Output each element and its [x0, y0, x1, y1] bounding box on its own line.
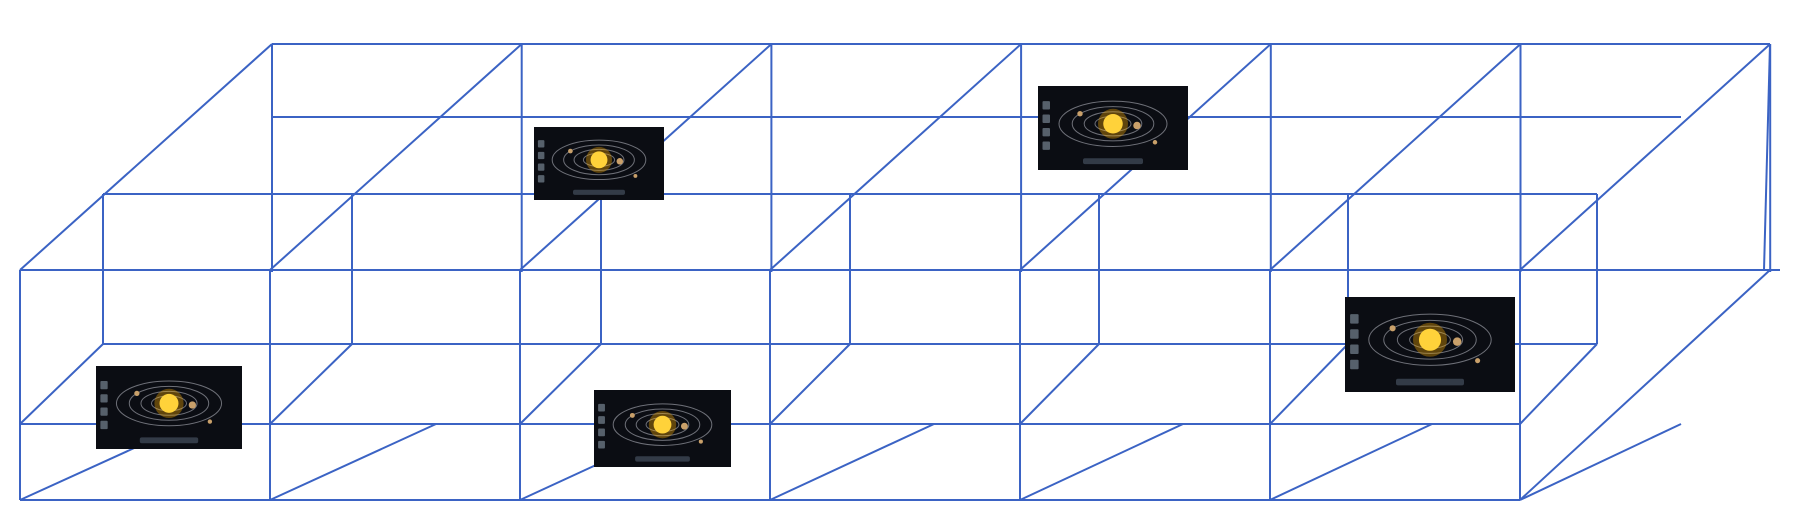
- planet: [1452, 337, 1462, 346]
- planet: [188, 401, 197, 409]
- depth-edge: [769, 343, 851, 425]
- planet: [633, 173, 638, 178]
- bottom-control-bar: [573, 189, 625, 195]
- side-control-icon: [1042, 101, 1050, 110]
- orbit-ring: [573, 148, 625, 171]
- orbit-ring: [1083, 111, 1143, 137]
- sun: [653, 415, 672, 434]
- bottom-control-bar: [635, 456, 690, 462]
- depth-edge: [1519, 43, 1771, 271]
- depth-edge: [1519, 423, 1682, 501]
- side-control-icon: [1042, 141, 1050, 150]
- side-control-icon: [100, 420, 108, 430]
- depth-edge: [269, 343, 353, 425]
- planet: [134, 390, 140, 397]
- side-control-icon: [100, 394, 108, 403]
- depth-edge: [269, 423, 437, 501]
- bottom-control-bar: [1396, 378, 1464, 386]
- planet: [1389, 325, 1396, 332]
- side-control-icon: [537, 163, 545, 171]
- solar-system-icon: [612, 403, 713, 446]
- solar-system-icon: [1368, 313, 1492, 366]
- side-control-icon: [598, 428, 605, 437]
- bottom-control-bar: [1083, 158, 1143, 165]
- side-control-icon: [1042, 114, 1050, 123]
- planet: [616, 158, 624, 165]
- depth-edge: [269, 43, 523, 271]
- solar-system-screenshot-5: [1345, 297, 1515, 392]
- orbit-ring: [115, 380, 223, 427]
- depth-edge: [19, 343, 104, 425]
- sun: [159, 393, 179, 413]
- depth-edge: [519, 343, 602, 425]
- planet: [698, 439, 703, 444]
- bottom-control-bar: [139, 437, 199, 444]
- side-control-icon: [598, 403, 605, 412]
- solar-system-icon: [115, 380, 223, 427]
- planet: [629, 412, 635, 418]
- depth-edge: [19, 43, 273, 271]
- side-control-icon: [100, 407, 108, 416]
- depth-edge: [1519, 269, 1771, 501]
- solar-system-icon: [551, 139, 647, 181]
- orbit-ring: [563, 144, 635, 176]
- side-control-icon: [598, 416, 605, 424]
- orbit-ring: [612, 403, 713, 446]
- planet: [568, 148, 573, 154]
- orbit-ring: [1396, 325, 1464, 354]
- side-control-icon: [598, 440, 605, 449]
- side-control-icon: [1042, 128, 1050, 137]
- depth-edge: [1269, 423, 1433, 501]
- depth-edge: [769, 43, 1022, 271]
- planet: [207, 419, 213, 424]
- side-control-icon: [1350, 359, 1359, 370]
- side-control-icon: [537, 140, 545, 148]
- orbit-ring: [128, 385, 210, 421]
- solar-system-icon: [1058, 100, 1168, 147]
- planet: [680, 422, 688, 430]
- wireframe-grid: [19, 43, 1780, 501]
- depth-edge: [1269, 43, 1522, 271]
- orbit-ring: [1368, 313, 1492, 366]
- solar-system-screenshot-2: [534, 127, 664, 200]
- solar-system-screenshot-4: [1038, 86, 1188, 170]
- orbit-ring: [624, 408, 701, 441]
- side-control-icon: [537, 175, 545, 183]
- side-control-icon: [1350, 329, 1359, 339]
- orbit-ring: [635, 413, 690, 437]
- side-control-icon: [100, 380, 108, 390]
- orbit-ring: [140, 390, 198, 416]
- side-control-icon: [1350, 344, 1359, 354]
- depth-edge: [1519, 343, 1598, 425]
- grid-edge: [1763, 43, 1771, 271]
- planet: [1077, 111, 1083, 117]
- solar-system-screenshot-1: [96, 366, 242, 449]
- depth-edge: [1019, 343, 1100, 425]
- depth-edge: [1019, 423, 1184, 501]
- depth-edge: [769, 423, 935, 501]
- orbit-ring: [1071, 106, 1155, 142]
- planet: [1133, 121, 1141, 130]
- solar-system-screenshot-3: [594, 390, 731, 467]
- sun: [1103, 114, 1123, 134]
- side-control-icon: [1350, 314, 1359, 324]
- orbit-ring: [1058, 100, 1168, 147]
- side-control-icon: [537, 151, 545, 160]
- orbit-ring: [1383, 319, 1477, 360]
- planet: [1475, 358, 1481, 364]
- depth-edge: [1269, 343, 1349, 425]
- sun: [590, 151, 608, 169]
- planet: [1152, 140, 1158, 145]
- orbit-ring: [551, 139, 647, 181]
- thumbnail-layer: [96, 86, 1515, 467]
- sun: [1418, 328, 1442, 351]
